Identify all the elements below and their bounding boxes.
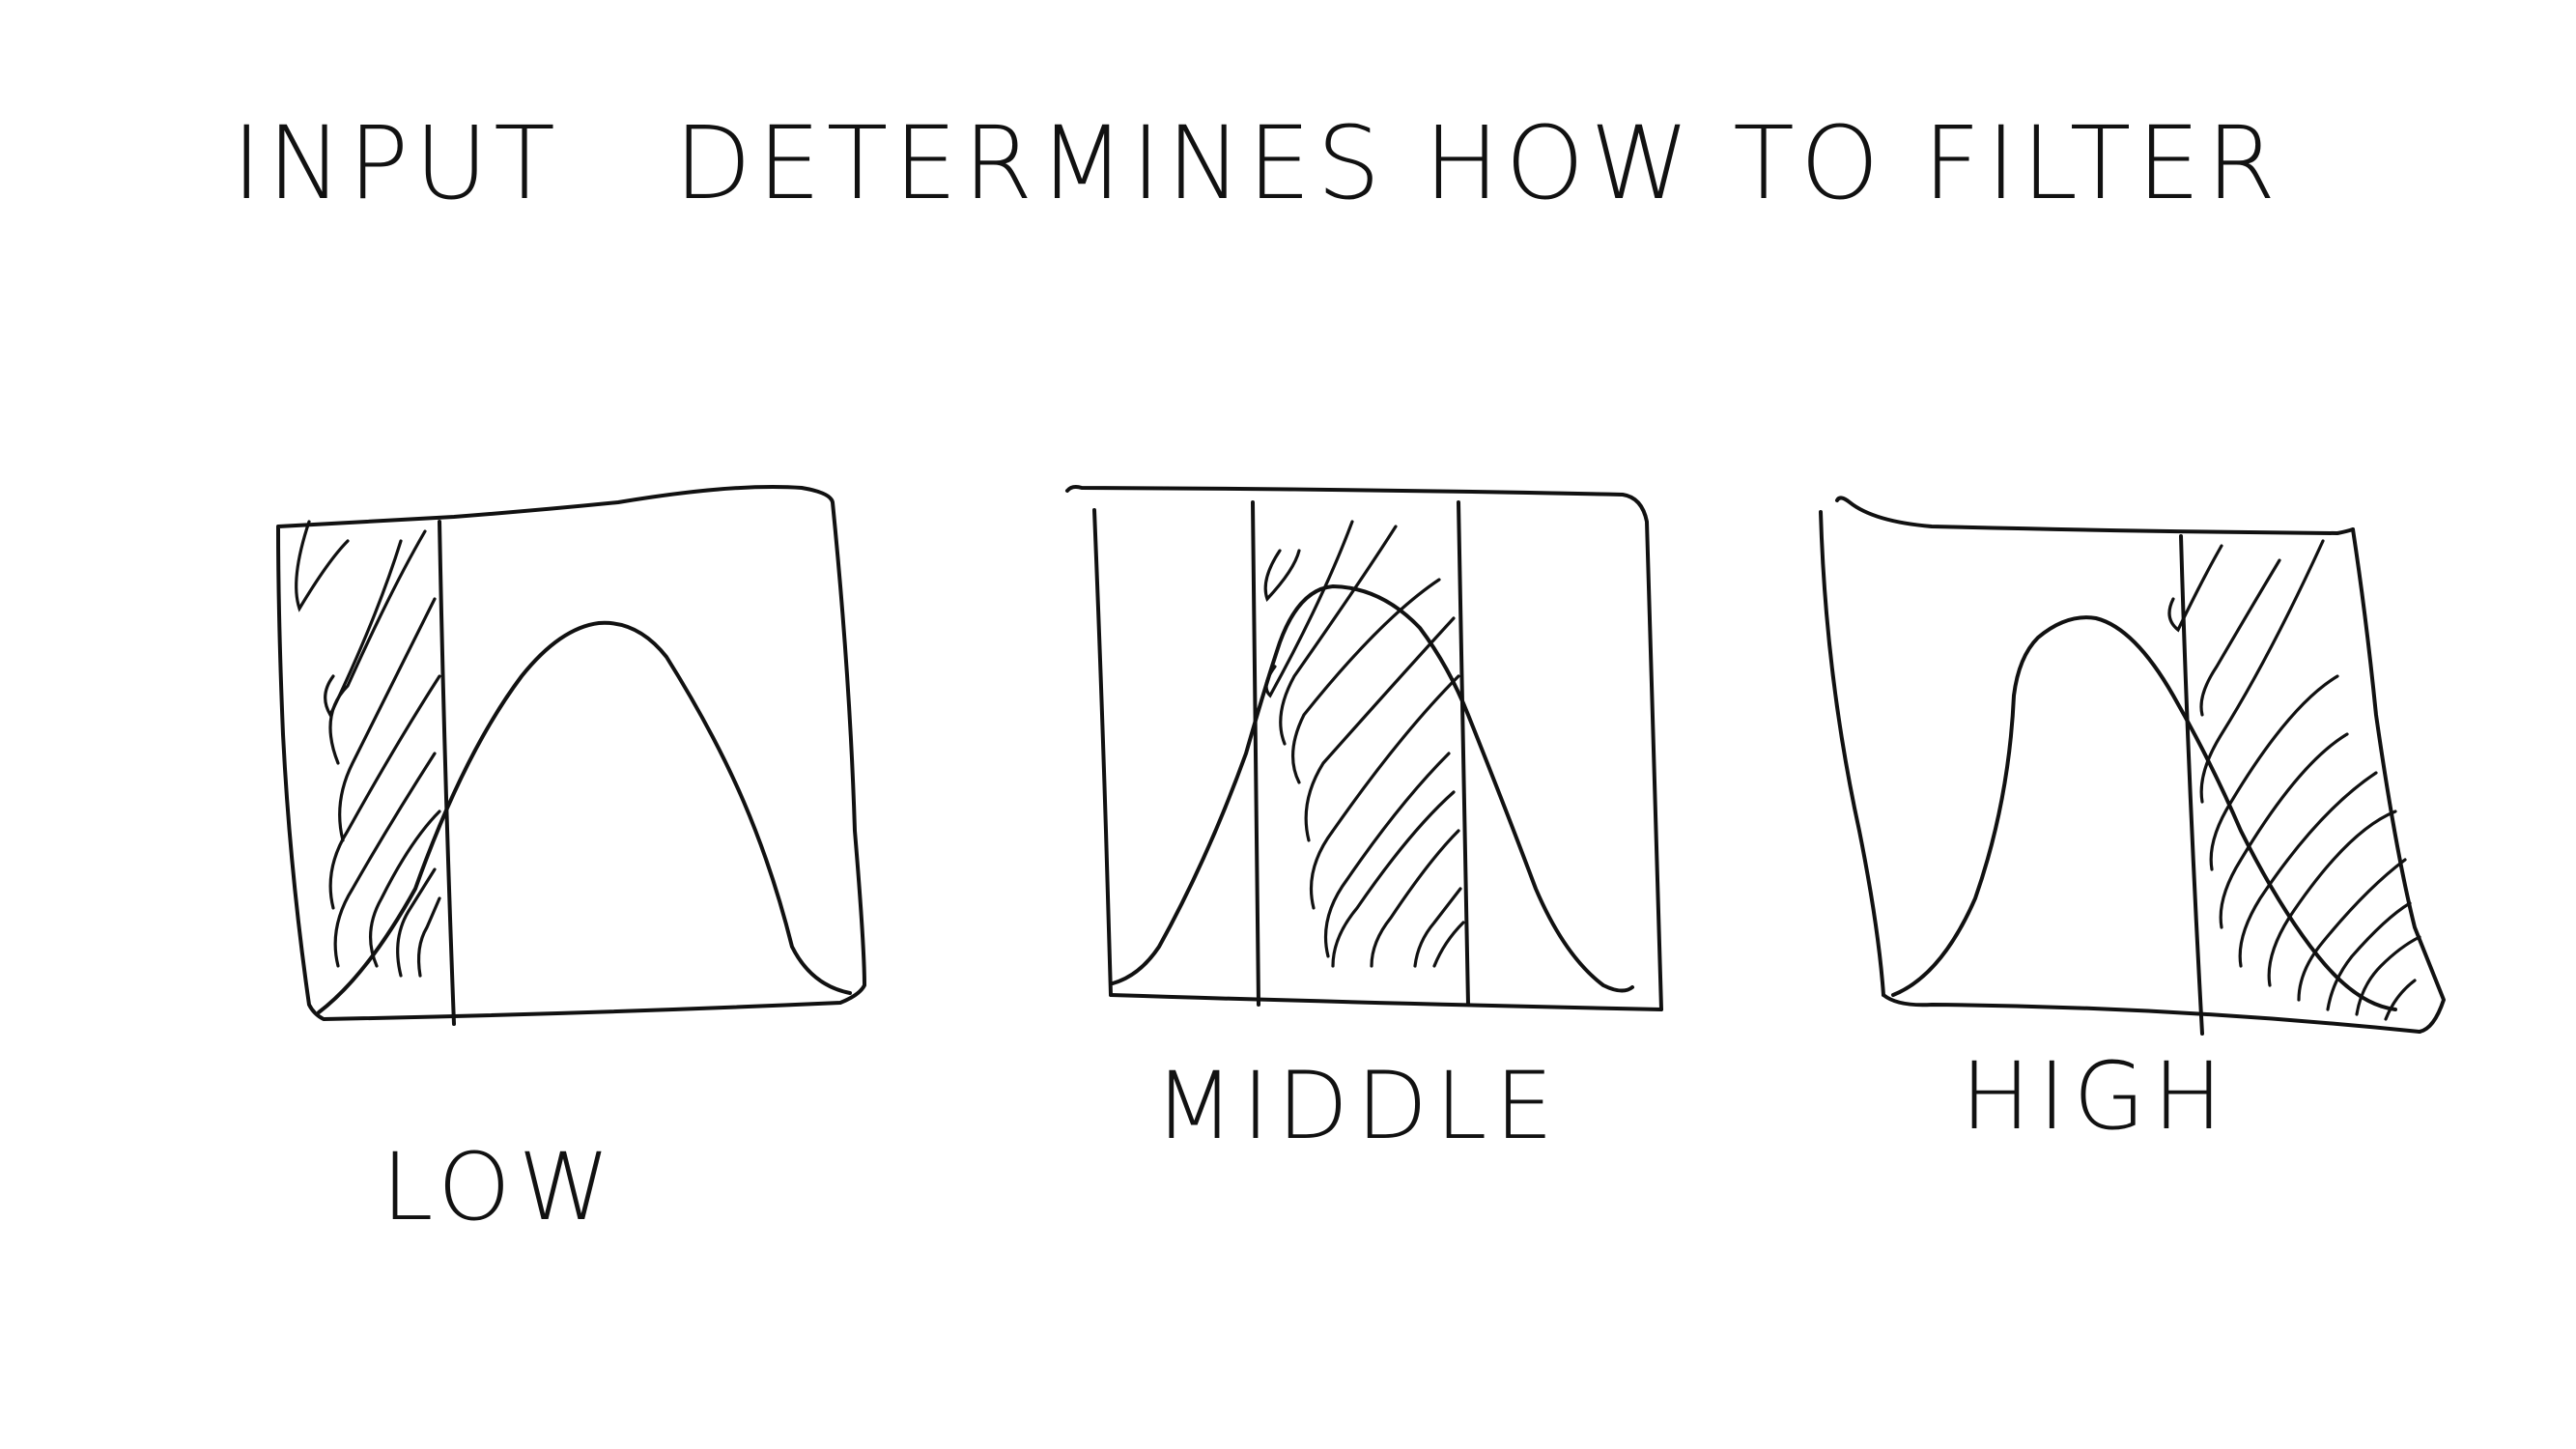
panel-low: LOW bbox=[276, 485, 866, 1241]
panel-low-label: LOW bbox=[382, 1133, 618, 1241]
panel-high: HIGH bbox=[1819, 496, 2446, 1151]
diagram-title: INPUT DETERMINES HOW TO FILTER bbox=[232, 104, 2281, 222]
panel-low-hatch bbox=[295, 520, 441, 978]
panel-middle-bottom bbox=[1109, 993, 1663, 1011]
panel-middle-label: MIDDLE bbox=[1154, 1052, 1561, 1160]
panel-middle-top bbox=[1065, 485, 1663, 1011]
panel-high-right bbox=[2351, 527, 2446, 1034]
panel-high-left bbox=[1819, 510, 1885, 997]
panel-high-label: HIGH bbox=[1961, 1042, 2230, 1151]
panel-low-frame bbox=[276, 485, 866, 1021]
panel-middle: MIDDLE bbox=[1065, 485, 1663, 1160]
panel-low-divider bbox=[438, 520, 456, 1026]
panel-middle-divider-right bbox=[1457, 500, 1470, 1007]
panel-middle-left bbox=[1092, 508, 1113, 997]
panel-middle-divider-left bbox=[1251, 500, 1260, 1007]
panel-high-bottom bbox=[1882, 993, 2421, 1034]
panel-high-curve bbox=[1891, 615, 2397, 1011]
panel-middle-hatch bbox=[1263, 520, 1465, 968]
panel-middle-curve bbox=[1111, 584, 1634, 993]
panel-high-hatch bbox=[2167, 539, 2421, 1021]
panel-low-curve bbox=[317, 620, 852, 1014]
panel-high-divider bbox=[2179, 534, 2204, 1036]
panel-high-top bbox=[1835, 496, 2355, 535]
